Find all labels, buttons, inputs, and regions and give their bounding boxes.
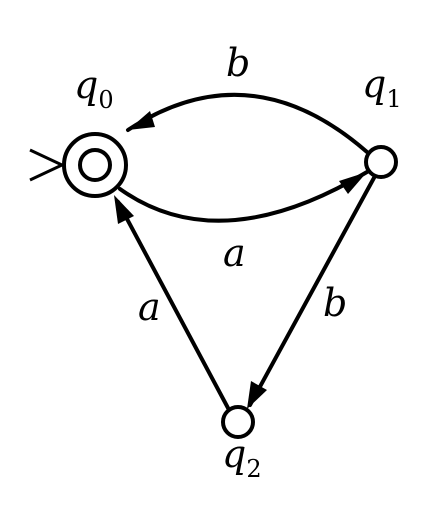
state-q2-label-base: q [222,432,246,476]
state-q0-label: q0 [74,63,114,114]
state-q2-label-index: 2 [246,455,261,483]
edge-q0-q1-label: a [223,231,246,275]
state-q2-label: q2 [222,432,262,483]
edge-q2-q0-label: a [138,285,161,329]
state-q0-label-base: q [74,63,98,107]
edge-q1-q0-arrowhead [128,111,155,130]
edge-q1-q0 [126,92,369,154]
state-q0 [62,132,128,198]
state-q1-label-base: q [362,62,386,106]
edge-q1-q2 [247,174,377,409]
state-q2 [221,405,255,439]
edge-q2-q0 [114,195,230,410]
state-q1-label: q1 [362,62,402,113]
state-q1 [364,145,398,179]
edge-q1-q2-path [248,174,377,407]
start-marker [29,148,66,182]
state-q2-circle [221,405,255,439]
state-q0-label-index: 0 [98,86,113,114]
edge-q1-q0-label: b [226,41,250,85]
edge-q0-q1-path [118,170,369,223]
edge-q1-q2-label: b [323,281,347,325]
edge-q2-q0-path [116,200,230,410]
edge-q2-q0-arrowhead [114,195,134,224]
edge-q0-q1-arrowhead [339,172,367,194]
state-q1-label-index: 1 [386,85,401,113]
state-q0-inner-circle [78,148,112,182]
edge-q1-q2-arrowhead [247,381,267,409]
edge-q0-q1 [118,170,369,223]
state-q1-circle [364,145,398,179]
edge-q1-q0-path [126,92,369,154]
